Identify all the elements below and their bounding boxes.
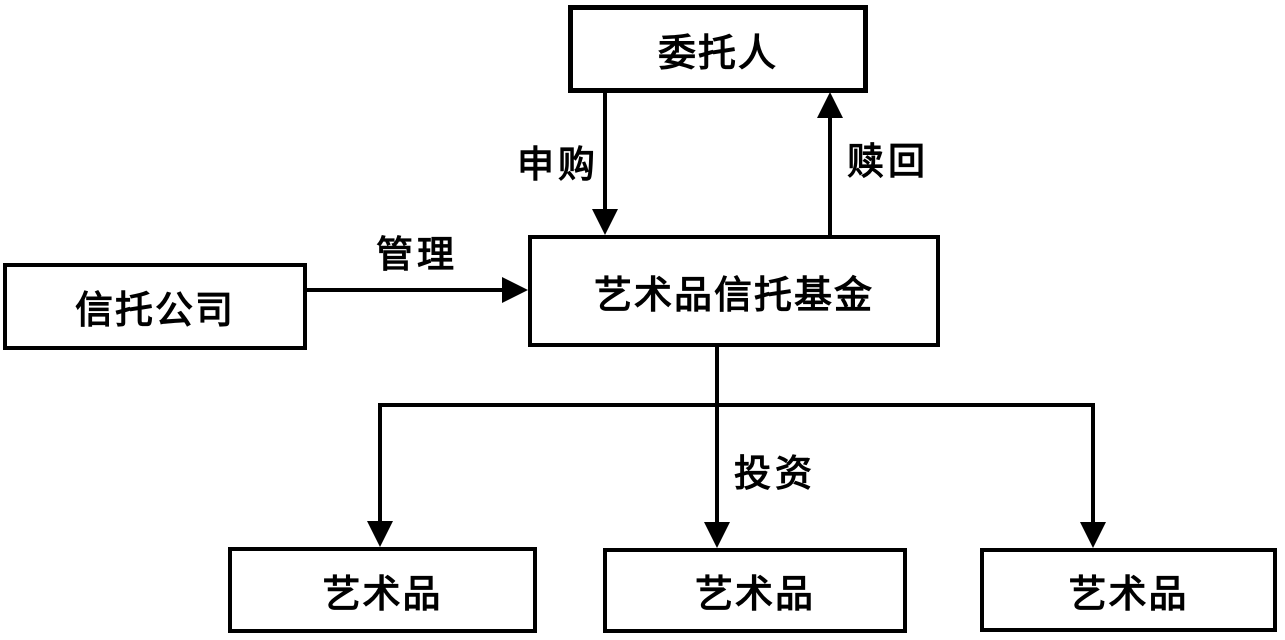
node-artwork-1: 艺术品	[228, 547, 537, 633]
invest-edge-label: 投资	[734, 451, 816, 495]
invest-right-drop-line	[1091, 403, 1095, 524]
node-artwork-2: 艺术品	[603, 548, 907, 633]
subscribe-edge-label: 申购	[517, 142, 599, 186]
node-art-trust-fund-label: 艺术品信托基金	[593, 271, 874, 317]
node-trust-company: 信托公司	[3, 263, 307, 350]
redeem-arrow-line	[828, 117, 832, 235]
redeem-arrowhead-up-icon	[817, 92, 843, 118]
manage-arrow-line	[307, 288, 504, 292]
node-art-trust-fund: 艺术品信托基金	[528, 235, 940, 347]
invest-branch-line	[378, 403, 1095, 407]
invest-stem-line	[715, 347, 719, 524]
invest-right-arrowhead-down-icon	[1080, 522, 1106, 548]
subscribe-arrowhead-down-icon	[592, 209, 618, 235]
node-artwork-2-label: 艺术品	[694, 571, 815, 616]
node-principal: 委托人	[568, 5, 868, 93]
node-artwork-1-label: 艺术品	[322, 570, 443, 616]
invest-left-drop-line	[378, 403, 382, 523]
manage-edge-label: 管理	[376, 232, 458, 276]
node-principal-label: 委托人	[657, 29, 778, 75]
invest-left-arrowhead-down-icon	[367, 521, 393, 547]
node-artwork-3: 艺术品	[980, 548, 1277, 632]
node-artwork-3-label: 艺术品	[1068, 570, 1189, 616]
redeem-edge-label: 赎回	[847, 139, 929, 183]
subscribe-arrow-line	[603, 92, 607, 211]
node-trust-company-label: 信托公司	[74, 287, 235, 332]
invest-middle-arrowhead-down-icon	[704, 522, 730, 548]
manage-arrowhead-right-icon	[502, 277, 528, 303]
